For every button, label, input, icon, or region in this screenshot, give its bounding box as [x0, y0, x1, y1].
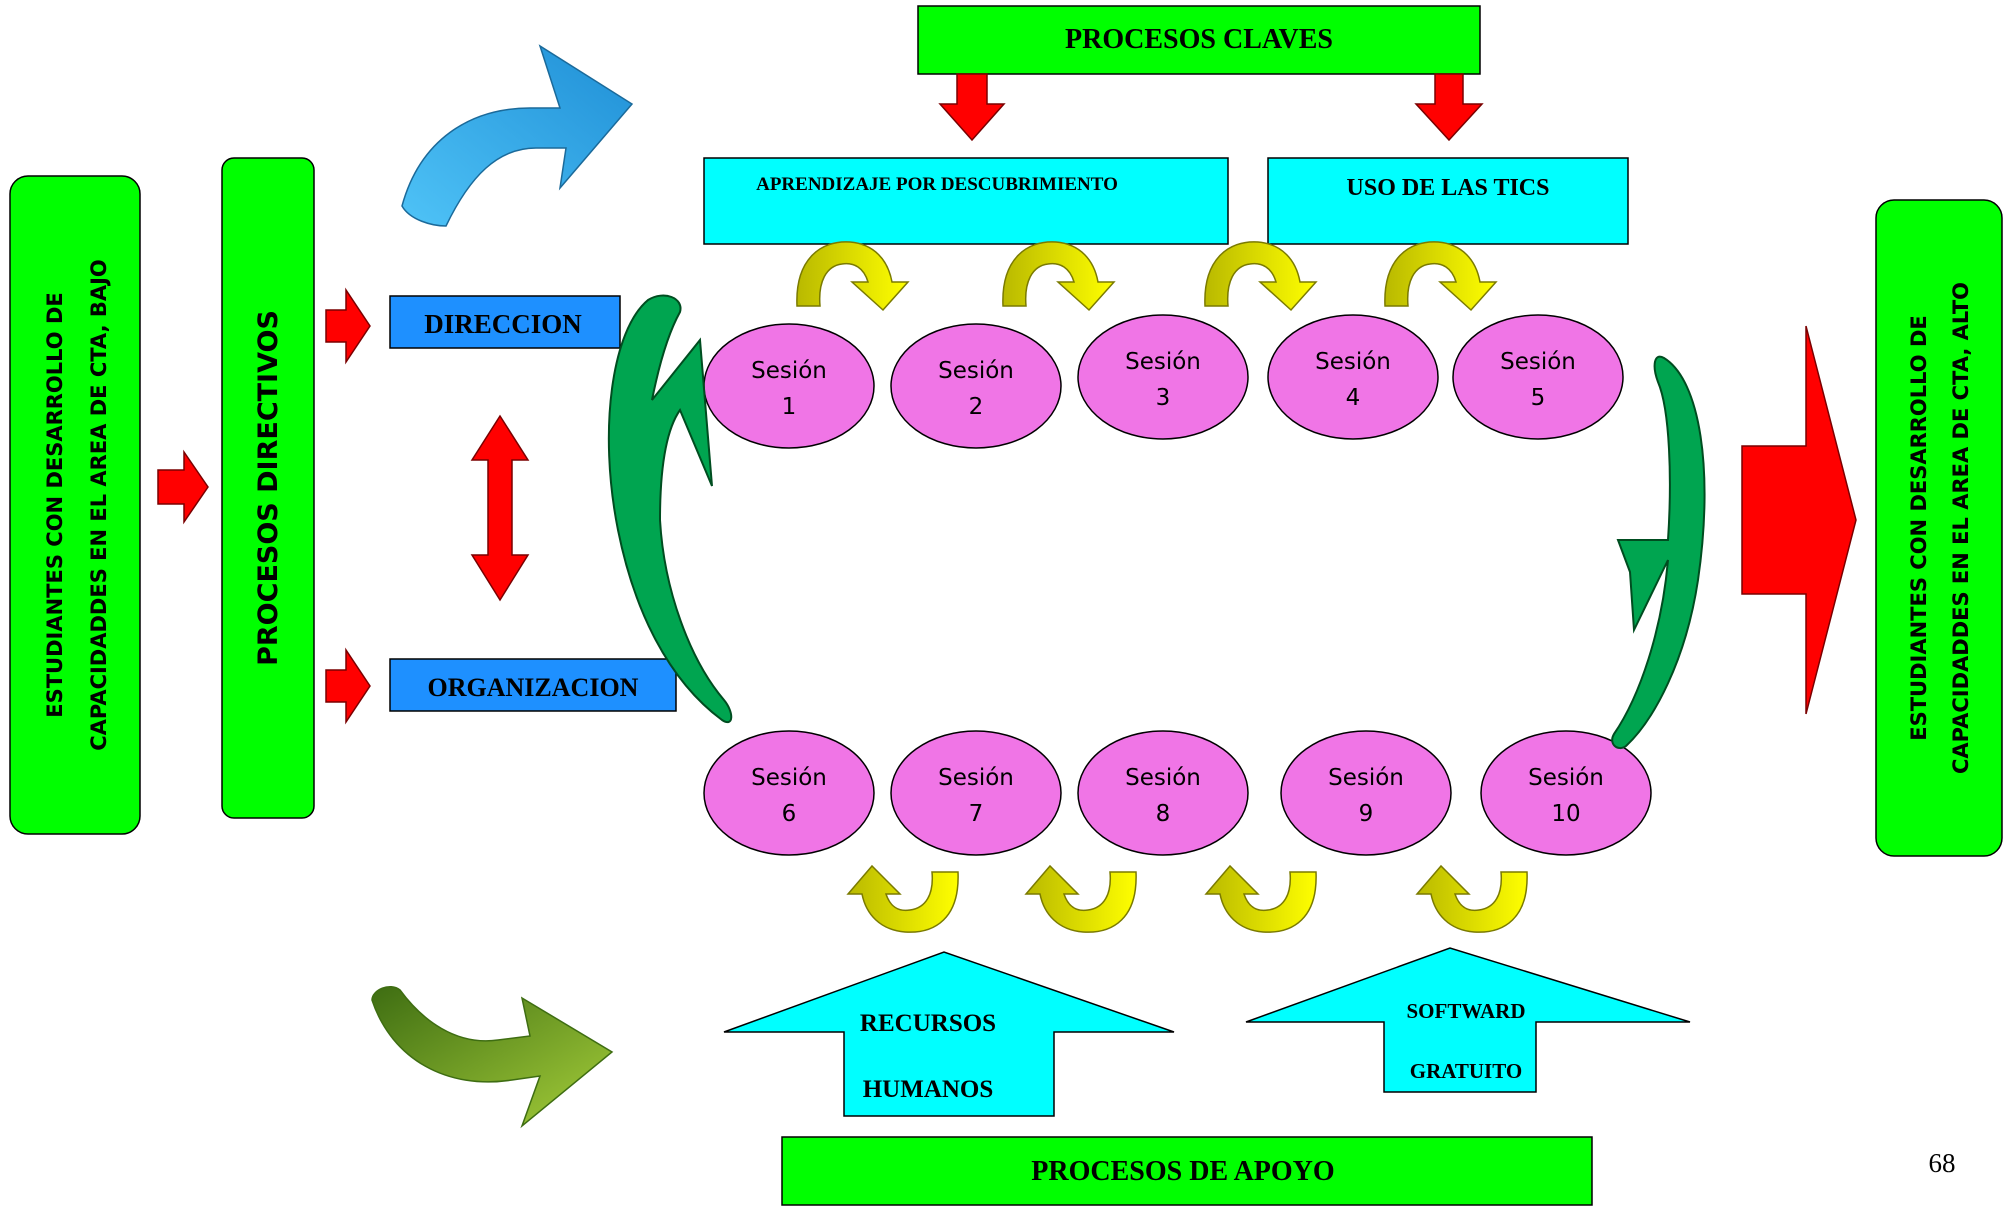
session-4-ellipse	[1267, 314, 1439, 440]
software-gratuito-arrow	[1245, 947, 1691, 1093]
organizacion-box	[389, 658, 677, 712]
uso-tics-box	[1267, 157, 1629, 245]
big-red-right-arrow	[1741, 325, 1857, 715]
session-5-ellipse	[1452, 314, 1624, 440]
session-8-num: 8	[1156, 801, 1171, 827]
estudiantes-bajo-line1: ESTUDIANTES CON DESARROLLO DE	[43, 292, 67, 717]
blue-curved-arrow-icon	[401, 44, 634, 227]
gratuito-label: GRATUITO	[1410, 1059, 1522, 1083]
red-double-arrow	[470, 414, 530, 602]
yellow-curved-arrow-6	[1024, 864, 1137, 933]
session-node: Sesión 10	[1480, 730, 1652, 856]
session-6-num: 6	[782, 801, 797, 827]
procesos-directivos-label: PROCESOS DIRECTIVOS	[253, 310, 284, 666]
direccion-box	[389, 295, 621, 349]
yellow-curved-arrow-4	[1384, 241, 1498, 312]
session-10-ellipse	[1480, 730, 1652, 856]
session-5-num: 5	[1531, 385, 1546, 411]
procesos-apoyo-box	[781, 1136, 1593, 1206]
red-down-arrow-left	[938, 73, 1006, 142]
green-cycle-arrow-left	[607, 294, 733, 723]
estudiantes-alto-box	[1875, 199, 2003, 857]
session-node: Sesión 7	[890, 730, 1062, 856]
sessions-top-row: Sesión 1 Sesión 2 Sesión 3 Sesión 4 Sesi…	[703, 314, 1624, 449]
session-node: Sesión 3	[1077, 314, 1249, 440]
session-node: Sesión 1	[703, 323, 875, 449]
sessions-bottom-row: Sesión 6 Sesión 7 Sesión 8 Sesión 9 Sesi…	[703, 730, 1652, 856]
session-3-word: Sesión	[1125, 349, 1201, 375]
session-9-ellipse	[1280, 730, 1452, 856]
green-cycle-arrow-right	[1611, 355, 1706, 750]
procesos-claves-box	[917, 5, 1481, 75]
session-1-word: Sesión	[751, 358, 827, 384]
yellow-curved-arrow-5	[846, 864, 959, 933]
session-8-ellipse	[1077, 730, 1249, 856]
session-node: Sesión 5	[1452, 314, 1624, 440]
recursos-label: RECURSOS	[860, 1010, 996, 1037]
session-node: Sesión 2	[890, 323, 1062, 449]
session-7-num: 7	[969, 801, 984, 827]
red-right-arrow-organizacion	[325, 647, 371, 725]
estudiantes-bajo-line2: CAPACIDADDES EN EL AREA DE CTA, BAJO	[87, 259, 111, 751]
yellow-curved-arrows-top	[796, 241, 1498, 312]
humanos-label: HUMANOS	[863, 1076, 994, 1103]
session-10-word: Sesión	[1528, 765, 1604, 791]
session-8-word: Sesión	[1125, 765, 1201, 791]
session-2-ellipse	[890, 323, 1062, 449]
session-3-num: 3	[1156, 385, 1171, 411]
olive-curved-arrow-icon	[371, 986, 614, 1129]
yellow-curved-arrows-bottom	[846, 864, 1528, 933]
session-node: Sesión 9	[1280, 730, 1452, 856]
red-down-arrow-right	[1414, 73, 1484, 142]
aprendizaje-box	[703, 157, 1229, 245]
session-node: Sesión 4	[1267, 314, 1439, 440]
yellow-curved-arrow-2	[1002, 241, 1116, 312]
yellow-curved-arrow-1	[796, 241, 910, 312]
session-4-word: Sesión	[1315, 349, 1391, 375]
session-2-num: 2	[969, 394, 984, 420]
procesos-claves-label: PROCESOS CLAVES	[1065, 24, 1333, 55]
session-3-ellipse	[1077, 314, 1249, 440]
session-1-num: 1	[782, 394, 797, 420]
procesos-directivos-box	[221, 157, 315, 819]
procesos-apoyo-label: PROCESOS DE APOYO	[1031, 1156, 1334, 1187]
session-7-ellipse	[890, 730, 1062, 856]
uso-tics-label: USO DE LAS TICS	[1347, 175, 1550, 201]
session-5-word: Sesión	[1500, 349, 1576, 375]
direccion-label: DIRECCION	[424, 309, 582, 339]
estudiantes-bajo-box	[9, 175, 141, 835]
aprendizaje-label: APRENDIZAJE POR DESCUBRIMIENTO	[756, 174, 1118, 195]
yellow-curved-arrow-7	[1204, 864, 1317, 933]
session-6-ellipse	[703, 730, 875, 856]
organizacion-label: ORGANIZACION	[428, 673, 639, 702]
session-2-word: Sesión	[938, 358, 1014, 384]
softward-label: SOFTWARD	[1406, 999, 1525, 1023]
estudiantes-alto-line1: ESTUDIANTES CON DESARROLLO DE	[1907, 315, 1931, 740]
yellow-curved-arrow-8	[1415, 864, 1528, 933]
session-6-word: Sesión	[751, 765, 827, 791]
yellow-curved-arrow-3	[1204, 241, 1318, 312]
session-10-num: 10	[1551, 801, 1580, 827]
estudiantes-alto-line2: CAPACIDADDES EN EL AREA DE CTA, ALTO	[1949, 282, 1973, 774]
session-node: Sesión 6	[703, 730, 875, 856]
page-number: 68	[1929, 1148, 1956, 1178]
session-9-word: Sesión	[1328, 765, 1404, 791]
session-1-ellipse	[703, 323, 875, 449]
recursos-humanos-arrow	[723, 951, 1175, 1117]
session-node: Sesión 8	[1077, 730, 1249, 856]
red-right-arrow-left	[157, 449, 209, 525]
session-4-num: 4	[1346, 385, 1361, 411]
session-7-word: Sesión	[938, 765, 1014, 791]
red-right-arrow-direccion	[325, 287, 371, 365]
session-9-num: 9	[1359, 801, 1374, 827]
